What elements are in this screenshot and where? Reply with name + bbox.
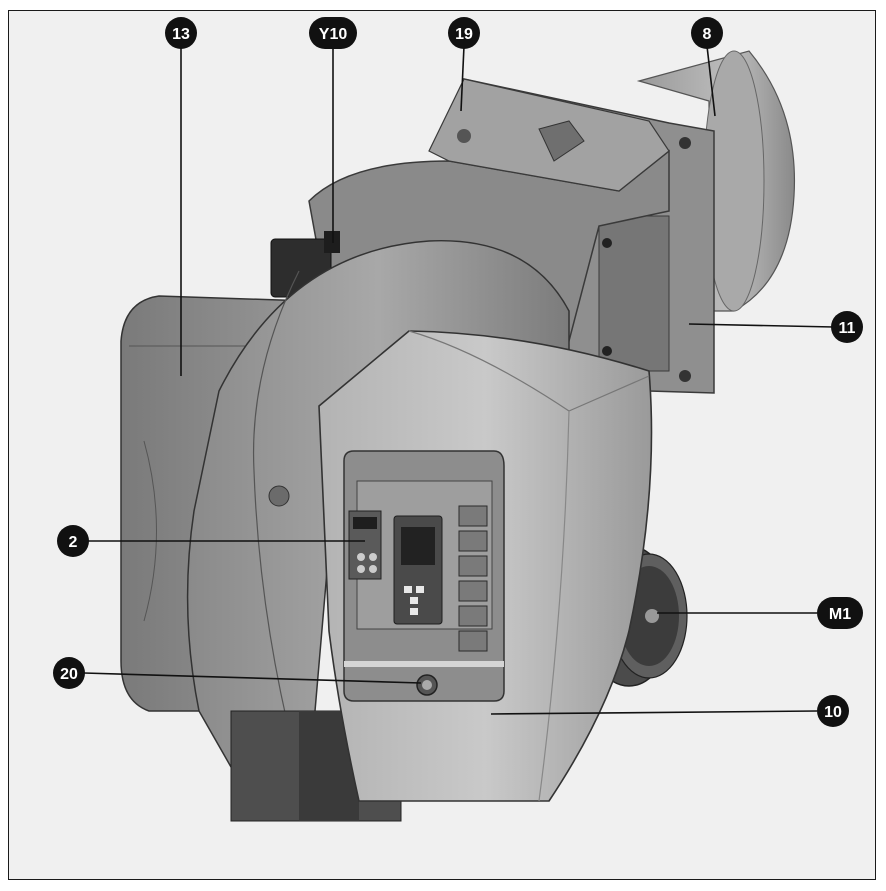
svg-text:20: 20 [60,666,78,683]
svg-text:13: 13 [172,26,190,43]
leader-lines [83,45,835,715]
svg-text:19: 19 [455,26,473,43]
callout-11: 11 [831,311,863,343]
callout-13: 13 [165,17,197,49]
callout-20: 20 [53,657,85,689]
burner-diagram: 13 Y10 19 8 11 2 M1 20 10 [8,10,876,880]
callout-y10: Y10 [309,17,357,49]
callout-10: 10 [817,695,849,727]
control-panel [343,450,505,702]
svg-text:10: 10 [824,704,842,721]
callout-2: 2 [57,525,89,557]
callout-19: 19 [448,17,480,49]
svg-text:2: 2 [69,534,78,551]
svg-text:8: 8 [703,26,712,43]
svg-text:11: 11 [839,320,856,337]
callout-8: 8 [691,17,723,49]
svg-text:Y10: Y10 [319,26,348,43]
burner-illustration: 13 Y10 19 8 11 2 M1 20 10 [53,17,863,822]
callout-m1: M1 [817,597,863,629]
svg-text:M1: M1 [829,606,851,623]
blast-tube [636,50,796,312]
